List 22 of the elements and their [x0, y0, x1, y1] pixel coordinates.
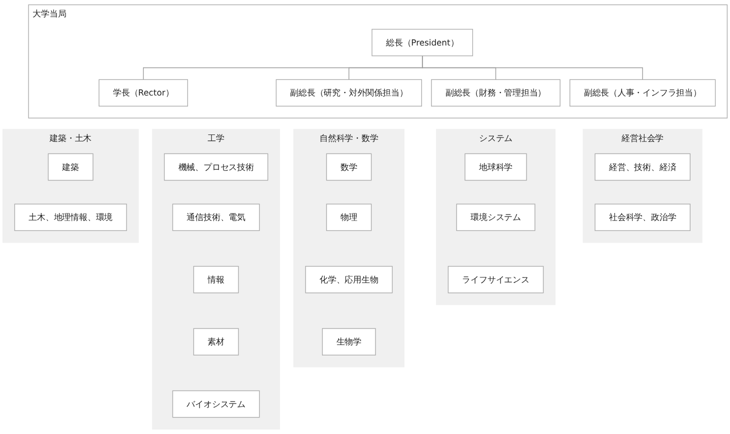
node-box: バイオシステム	[172, 390, 260, 418]
node-box: 素材	[193, 328, 239, 356]
node-box: 社会科学、政治学	[594, 204, 690, 231]
node-box: ライフサイエンス	[448, 266, 544, 294]
node-box: 環境システム	[456, 204, 536, 231]
node-box: 建築	[48, 153, 94, 181]
connector	[422, 55, 643, 80]
node-box: 物理	[326, 204, 372, 231]
node-box: 情報	[193, 266, 239, 294]
node-box: 生物学	[322, 328, 376, 356]
node-box: 通信技術、電気	[172, 204, 260, 231]
node-box: 土木、地理情報、環境	[14, 204, 127, 231]
node-box: 経営、技術、経済	[594, 153, 690, 181]
node-box: 地球科学	[464, 153, 527, 181]
node-box: 総長（President）	[372, 28, 474, 56]
node-box: 副総長（研究・対外関係担当）	[276, 79, 422, 107]
node-box: 数学	[326, 153, 372, 181]
node-box: 学長（Rector）	[98, 79, 188, 107]
node-box: 化学、応用生物	[305, 266, 393, 294]
node-box: 機械、プロセス技術	[164, 153, 268, 181]
node-box: 副総長（財務・管理担当）	[431, 79, 560, 107]
node-box: 副総長（人事・インフラ担当）	[570, 79, 716, 107]
